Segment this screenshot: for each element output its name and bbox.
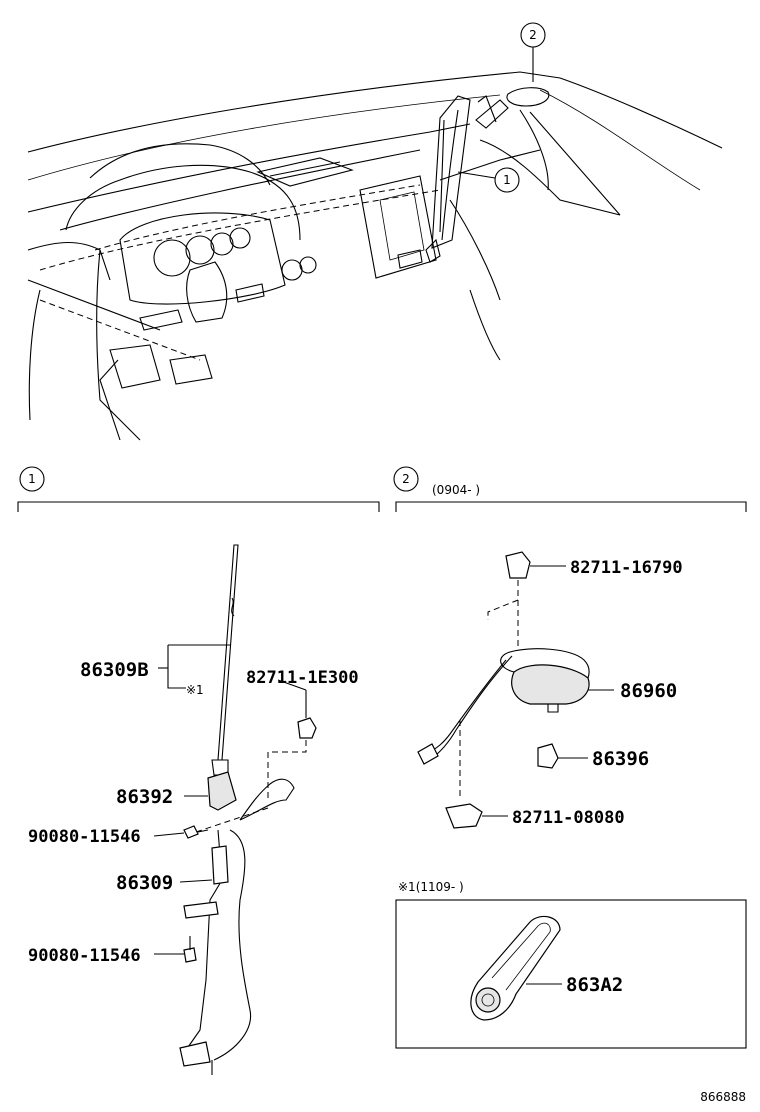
antenna-mast — [211, 544, 239, 776]
label-90080-11546-b: 90080-11546 — [28, 946, 141, 966]
label-90080-11546-a: 90080-11546 — [28, 827, 141, 847]
cap-863A2 — [470, 915, 562, 1021]
svg-text:2: 2 — [529, 28, 537, 42]
nut-86396 — [537, 743, 588, 769]
note-mark-1: ※1 — [186, 683, 204, 697]
a-pillar-antenna — [425, 95, 471, 263]
gauge-cluster — [119, 212, 317, 323]
callout-2-top: 2 — [520, 22, 546, 82]
label-86960: 86960 — [620, 680, 677, 702]
svg-text:1: 1 — [28, 472, 36, 486]
label-86309B: 86309B — [80, 659, 149, 681]
clip-82711-1E300 — [297, 690, 317, 739]
label-82711-1E300: 82711-1E300 — [246, 668, 359, 688]
dashboard-illustration — [27, 71, 723, 441]
cable-86309 — [179, 778, 295, 1075]
label-86392: 86392 — [116, 786, 173, 808]
inset-box — [395, 899, 747, 1049]
section-2-header: 2 (0904- ) — [393, 466, 747, 512]
clip-82711-08080 — [445, 803, 508, 829]
antenna-base-86960 — [500, 648, 614, 713]
label-82711-16790: 82711-16790 — [570, 558, 683, 578]
screw-90080-11546-b — [154, 936, 197, 963]
label-863A2: 863A2 — [566, 974, 623, 996]
section-1-header: 1 — [17, 466, 380, 512]
screw-90080-11546-a — [153, 825, 209, 839]
callout-1-top: 1 — [457, 167, 520, 193]
roof-antenna-dome — [475, 87, 550, 129]
label-86396: 86396 — [592, 748, 649, 770]
label-82711-08080: 82711-08080 — [512, 808, 625, 828]
svg-text:2: 2 — [402, 472, 410, 486]
inset-note: ※1(1109- ) — [398, 880, 464, 894]
label-86309: 86309 — [116, 872, 173, 894]
clip-82711-16790 — [505, 551, 566, 579]
svg-text:1: 1 — [503, 173, 511, 187]
figure-id: 866888 — [700, 1090, 746, 1104]
section-2-range: (0904- ) — [432, 483, 480, 497]
bracket-86392 — [184, 771, 237, 811]
